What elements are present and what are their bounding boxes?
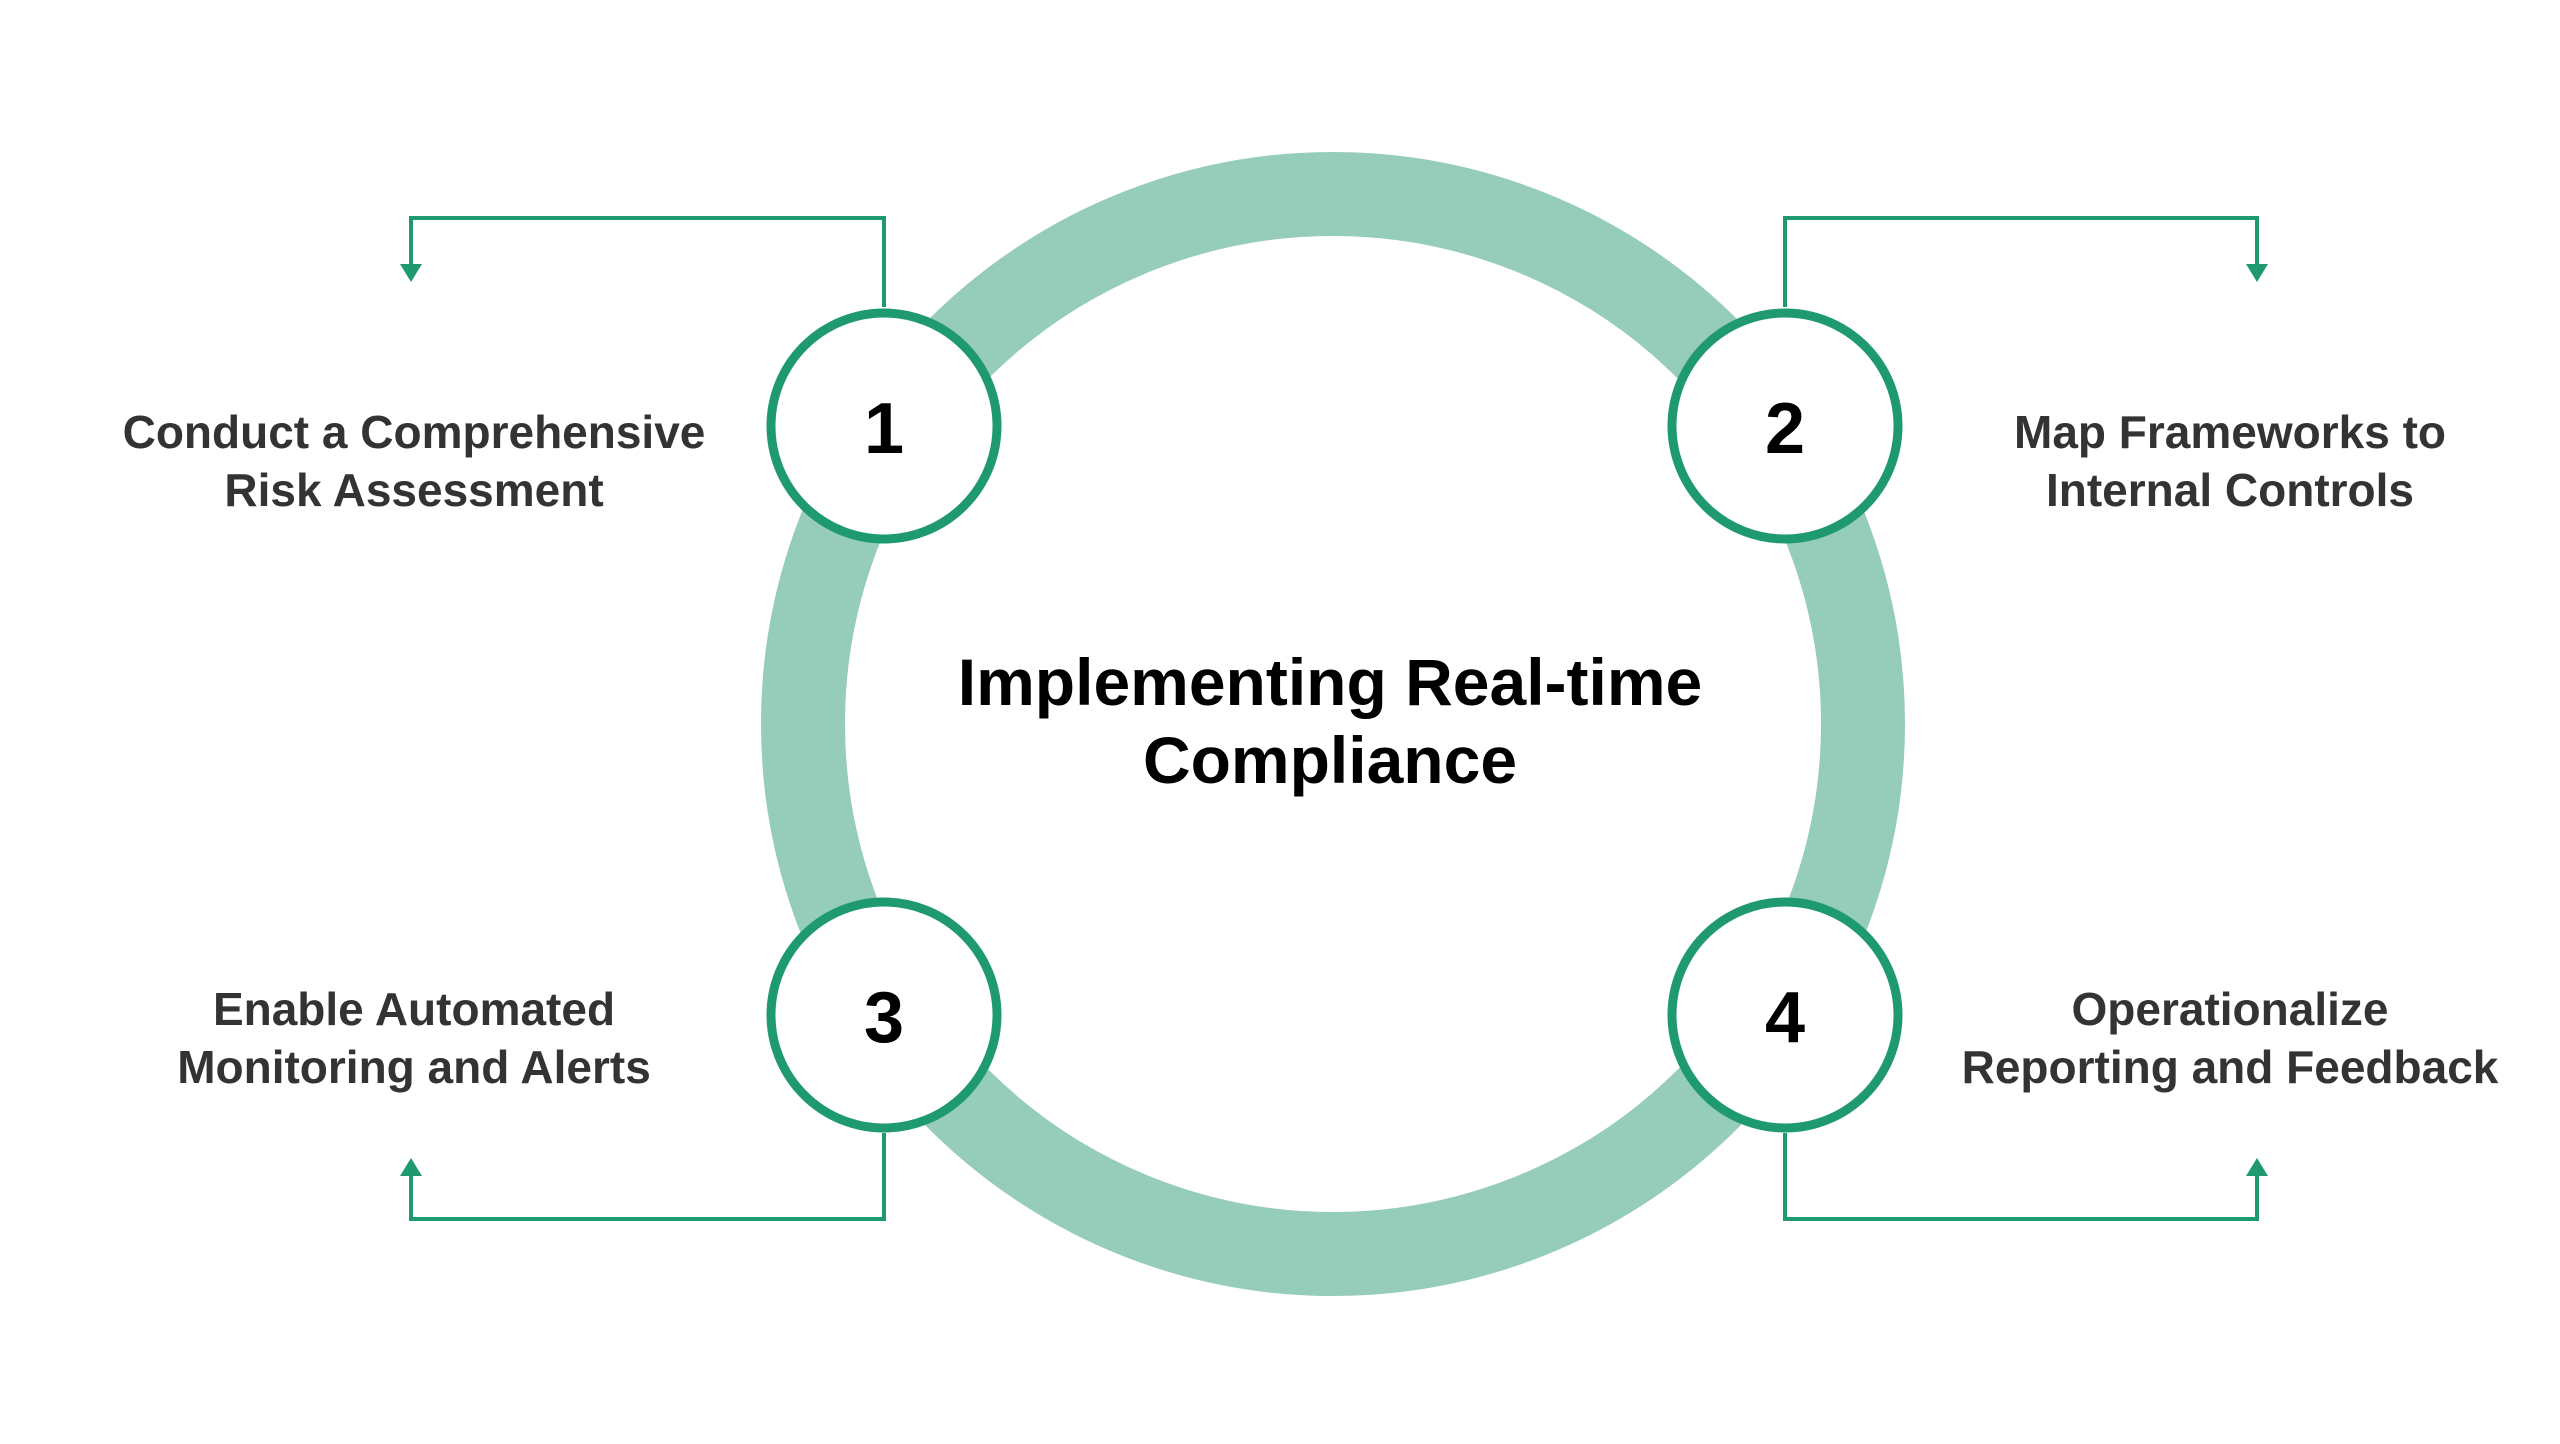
step-node-3: 3	[766, 897, 1002, 1133]
step-label-4-line-2: Reporting and Feedback	[1961, 1041, 2499, 1093]
step-label-3-line-1: Enable Automated	[212, 983, 616, 1035]
step-label-1: Conduct a Comprehensive Risk Assessment	[54, 403, 774, 519]
step-label-4-line-1: Operationalize	[2071, 983, 2389, 1035]
step-number-2: 2	[1765, 389, 1805, 469]
step-label-2: Map Frameworks to Internal Controls	[1870, 403, 2560, 519]
arrow-head-step-4	[2246, 1158, 2268, 1176]
cycle-ring	[761, 152, 1905, 1296]
arrow-head-step-3	[400, 1158, 422, 1176]
step-node-4: 4	[1667, 897, 1903, 1133]
arrow-head-step-1	[400, 264, 422, 282]
step-number-1: 1	[864, 389, 904, 469]
step-label-2-line-2: Internal Controls	[2045, 464, 2415, 516]
step-number-4: 4	[1765, 978, 1805, 1058]
diagram-title-line-1: Implementing Real-time	[957, 645, 1703, 719]
diagram-title-line-2: Compliance	[1142, 723, 1518, 797]
step-label-3-line-2: Monitoring and Alerts	[177, 1041, 651, 1093]
step-number-3: 3	[864, 978, 904, 1058]
step-label-4: Operationalize Reporting and Feedback	[1870, 980, 2560, 1096]
arrow-head-step-2	[2246, 264, 2268, 282]
connector-step-3	[409, 1133, 886, 1221]
diagram-title: Implementing Real-time Compliance	[880, 643, 1780, 799]
step-node-2: 2	[1667, 308, 1903, 544]
connector-step-4	[1783, 1133, 2259, 1221]
step-label-1-line-1: Conduct a Comprehensive	[122, 406, 706, 458]
step-node-1: 1	[766, 308, 1002, 544]
connector-step-1	[409, 216, 886, 307]
step-label-3: Enable Automated Monitoring and Alerts	[54, 980, 774, 1096]
connector-step-2	[1783, 216, 2259, 307]
step-label-2-line-1: Map Frameworks to	[2014, 406, 2446, 458]
step-label-1-line-2: Risk Assessment	[224, 464, 604, 516]
